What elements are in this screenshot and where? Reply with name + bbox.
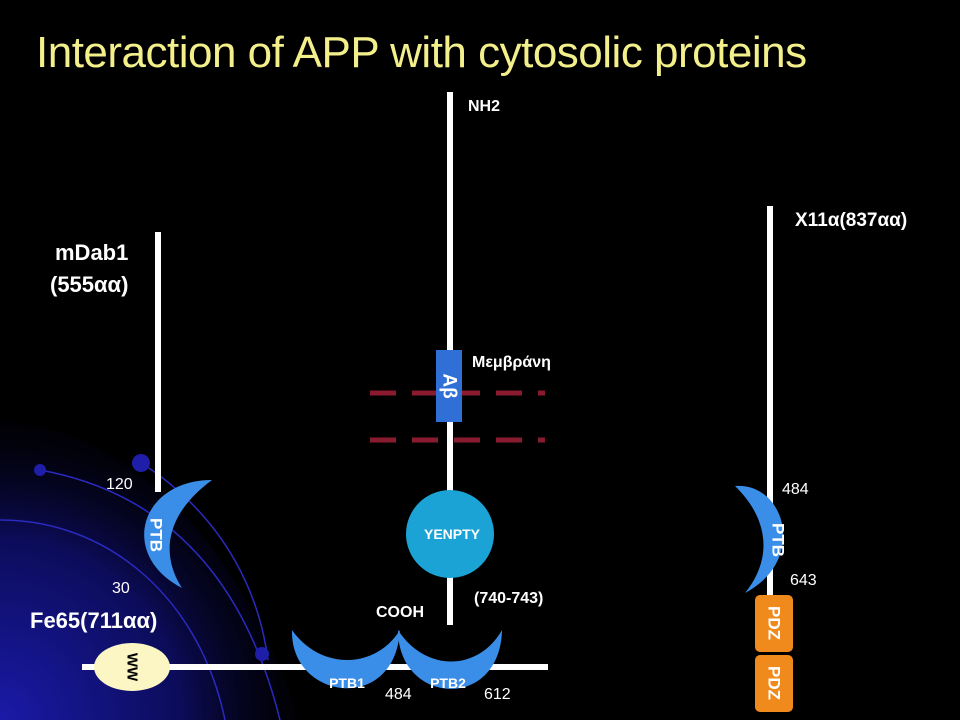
abeta-box (436, 350, 462, 422)
ww-ellipse (94, 643, 170, 691)
ptb1-label: PTB1 (329, 675, 365, 691)
pdz-label-1: PDZ (765, 606, 784, 640)
ww-label: WW (124, 653, 141, 682)
pdz-box-2 (755, 655, 793, 712)
x11-ptb-label: PTB (769, 523, 788, 557)
fe65-ptb1-crescent (291, 630, 400, 689)
mdab1-length: (555αα) (50, 272, 129, 297)
x11-ptb-crescent (735, 485, 784, 593)
mdab1-pos-120: 120 (106, 476, 133, 493)
x11-pos-643: 643 (790, 572, 817, 589)
range-label: (740-743) (474, 590, 544, 607)
mdab1-name: mDab1 (55, 240, 129, 265)
slide-title: Interaction of APP with cytosolic protei… (36, 28, 807, 77)
x11-name: X11α(837αα) (795, 210, 908, 231)
pdz-box-1 (755, 595, 793, 652)
decorative-dot (34, 464, 46, 476)
yenpty-circle (406, 490, 494, 578)
x11-pos-484: 484 (782, 481, 809, 498)
ptb2-label: PTB2 (430, 675, 466, 691)
fe65-pos-612: 612 (484, 686, 511, 703)
membrane-label: Μεμβράνη (472, 354, 551, 371)
decorative-dot (255, 647, 269, 661)
background-glow (0, 420, 300, 720)
mdab1-ptb-label: PTB (147, 518, 166, 552)
fe65-pos-30: 30 (112, 580, 130, 597)
abeta-label: Aβ (439, 373, 460, 398)
fe65-pos-484: 484 (385, 686, 412, 703)
mdab1-ptb-crescent (144, 480, 212, 588)
decorative-dot (132, 454, 150, 472)
yenpty-label: YENPTY (424, 526, 481, 542)
cooh-label: COOH (376, 604, 424, 621)
nh2-label: NH2 (468, 98, 501, 115)
fe65-ptb2-crescent (398, 630, 502, 689)
fe65-name: Fe65(711αα) (30, 608, 158, 633)
pdz-label-2: PDZ (765, 666, 784, 700)
